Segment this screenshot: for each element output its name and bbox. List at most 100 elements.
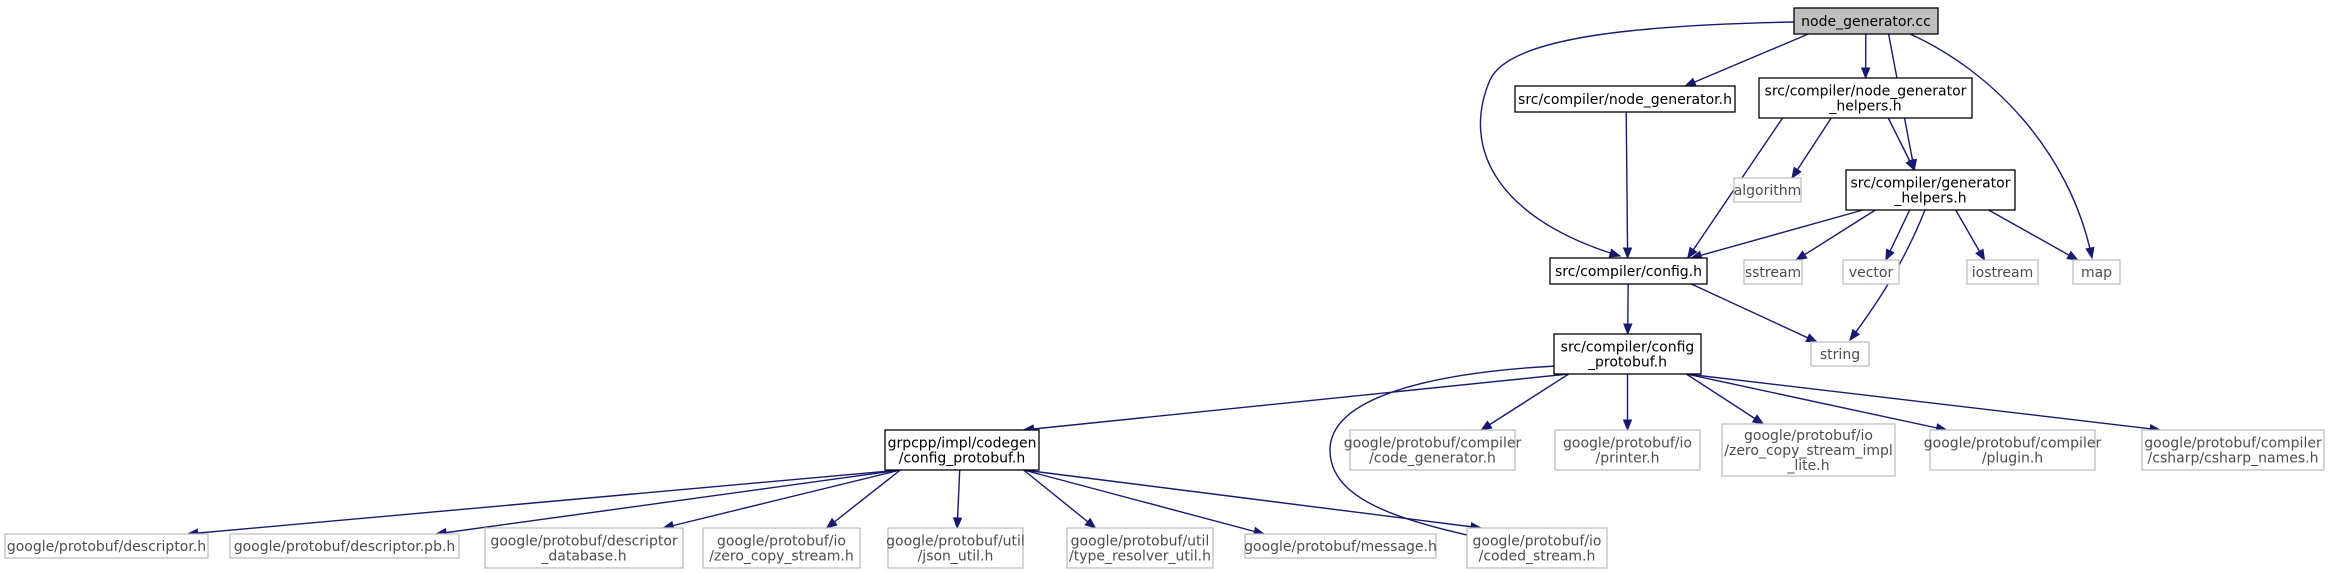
node-label-line: iostream — [1972, 265, 2034, 281]
edge-line — [1023, 469, 1265, 535]
node-label-line: google/protobuf/descriptor.pb.h — [234, 539, 456, 555]
edge-arrowhead — [1608, 248, 1622, 258]
node-coded-stream-h: google/protobuf/io/coded_stream.h — [1466, 527, 1608, 569]
node-label-line: src/compiler/config — [1561, 340, 1695, 356]
edge-line — [1625, 111, 1629, 259]
node-label-line: sstream — [1745, 265, 1801, 281]
edge-generator_helpers_h-to-iostream — [1955, 209, 1986, 262]
node-zero-copy-stream-h: google/protobuf/io/zero_copy_stream.h — [702, 527, 861, 569]
edge-grpcpp_config_protobuf_h-to-type_resolver_util_h — [1023, 469, 1097, 529]
node-type-resolver-util-h: google/protobuf/util/type_resolver_util.… — [1066, 527, 1214, 569]
node-label-line: google/protobuf/compiler — [2144, 436, 2322, 452]
edge-arrowhead — [1860, 67, 1871, 80]
node-box — [1793, 7, 1939, 35]
edge-arrowhead — [952, 517, 963, 530]
node-label-line: /type_resolver_util.h — [1069, 549, 1211, 565]
edge-line — [187, 469, 901, 535]
node-printer-h: google/protobuf/io/printer.h — [1554, 429, 1701, 471]
node-label-line: /printer.h — [1595, 451, 1659, 467]
node-label-line: vector — [1849, 265, 1894, 281]
edge-arrowhead — [1084, 517, 1097, 529]
node-box — [1466, 527, 1608, 569]
node-label-line: /code_generator.h — [1369, 451, 1496, 467]
node-label-line: src/compiler/config.h — [1555, 264, 1702, 280]
node-generator-helpers-h[interactable]: src/compiler/generator_helpers.h — [1845, 169, 2016, 211]
node-box — [884, 429, 1040, 471]
edge-arrowhead — [1975, 248, 1986, 262]
node-label-line: src/compiler/node_generator.h — [1518, 92, 1732, 108]
edge-node_generator_h-to-config_h — [1622, 111, 1633, 260]
node-label-line: google/protobuf/io — [717, 534, 846, 550]
edge-line — [826, 469, 901, 529]
edge-line — [1691, 283, 1818, 343]
node-node-generator-cc[interactable]: node_generator.cc — [1793, 7, 1939, 35]
node-algorithm: algorithm — [1733, 177, 1802, 203]
edge-arrowhead — [1751, 414, 1765, 425]
edge-arrowhead — [1622, 247, 1633, 260]
node-box — [1244, 533, 1437, 559]
node-node-generator-helpers-h[interactable]: src/compiler/node_generator_helpers.h — [1758, 77, 1973, 119]
node-label-line: google/protobuf/io — [1473, 534, 1602, 550]
node-box — [1549, 257, 1708, 285]
edge-line — [1988, 209, 2079, 261]
node-label-line: /plugin.h — [1982, 451, 2043, 467]
node-label-line: node_generator.cc — [1801, 14, 1931, 30]
node-box — [1758, 77, 1973, 119]
node-grpcpp-config-protobuf-h[interactable]: grpcpp/impl/codegen/config_protobuf.h — [884, 429, 1040, 471]
node-label-line: _database.h — [540, 549, 626, 565]
edge-generator_helpers_h-to-sstream — [1795, 209, 1876, 261]
edge-config_h-to-string — [1691, 283, 1819, 343]
node-descriptor-database-h: google/protobuf/descriptor_database.h — [484, 527, 684, 569]
node-config-protobuf-h[interactable]: src/compiler/config_protobuf.h — [1553, 333, 1702, 375]
edge-line — [1686, 373, 1947, 431]
edge-line — [663, 469, 901, 529]
edge-node_generator_helpers_h-to-algorithm — [1791, 117, 1832, 180]
node-config-h[interactable]: src/compiler/config.h — [1549, 257, 1708, 285]
edge-grpcpp_config_protobuf_h-to-descriptor_database_h — [661, 469, 901, 531]
node-box — [1810, 341, 1870, 367]
node-string: string — [1810, 341, 1870, 367]
node-box — [2072, 259, 2121, 285]
edge-generator_helpers_h-to-config_h — [1690, 209, 1864, 260]
edge-arrowhead — [1622, 419, 1633, 432]
node-node-generator-h[interactable]: src/compiler/node_generator.h — [1514, 85, 1736, 113]
node-label-line: src/compiler/generator — [1851, 176, 2011, 192]
node-message-h: google/protobuf/message.h — [1244, 533, 1437, 559]
node-label-line: _protobuf.h — [1587, 355, 1667, 371]
node-csharp-names-h: google/protobuf/compiler/csharp/csharp_n… — [2141, 429, 2325, 471]
node-label-line: /csharp/csharp_names.h — [2148, 451, 2319, 467]
edge-grpcpp_config_protobuf_h-to-json_util_h — [952, 469, 963, 530]
edge-config_protobuf_h-to-zero_copy_stream_impl_lite_h — [1685, 373, 1765, 425]
edge-line — [1691, 209, 1864, 259]
node-label-line: _lite.h — [1786, 458, 1829, 474]
node-label-line: _helpers.h — [1828, 99, 1901, 115]
node-box — [1721, 423, 1896, 477]
node-label-line: google/protobuf/util — [1071, 534, 1210, 550]
node-label-line: google/protobuf/io — [1744, 428, 1873, 444]
edge-arrowhead — [1885, 248, 1895, 262]
node-box — [887, 527, 1024, 569]
edge-config_protobuf_h-to-printer_h — [1622, 374, 1633, 432]
edge-line — [1023, 469, 1096, 529]
node-sstream: sstream — [1743, 259, 1803, 285]
edge-line — [1023, 469, 1482, 529]
node-box — [484, 527, 684, 569]
node-box — [2141, 429, 2325, 471]
edge-grpcpp_config_protobuf_h-to-zero_copy_stream_h — [825, 469, 901, 529]
edge-arrowhead — [1480, 420, 1493, 431]
node-label-line: google/protobuf/compiler — [1924, 436, 2102, 452]
node-box — [4, 533, 209, 559]
node-box — [1929, 429, 2096, 471]
edge-node_generator_cc-to-node_generator_helpers_h — [1860, 33, 1871, 80]
edge-grpcpp_config_protobuf_h-to-descriptor_h — [186, 469, 901, 538]
edge-config_h-to-config_protobuf_h — [1623, 283, 1633, 336]
node-box — [1845, 169, 2016, 211]
node-map: map — [2072, 259, 2121, 285]
node-box — [1842, 259, 1900, 285]
edge-generator_helpers_h-to-map — [1988, 209, 2079, 261]
node-box — [702, 527, 861, 569]
node-box — [1553, 333, 1702, 375]
node-label-line: _helpers.h — [1893, 191, 1966, 207]
edge-arrowhead — [1805, 333, 1819, 343]
